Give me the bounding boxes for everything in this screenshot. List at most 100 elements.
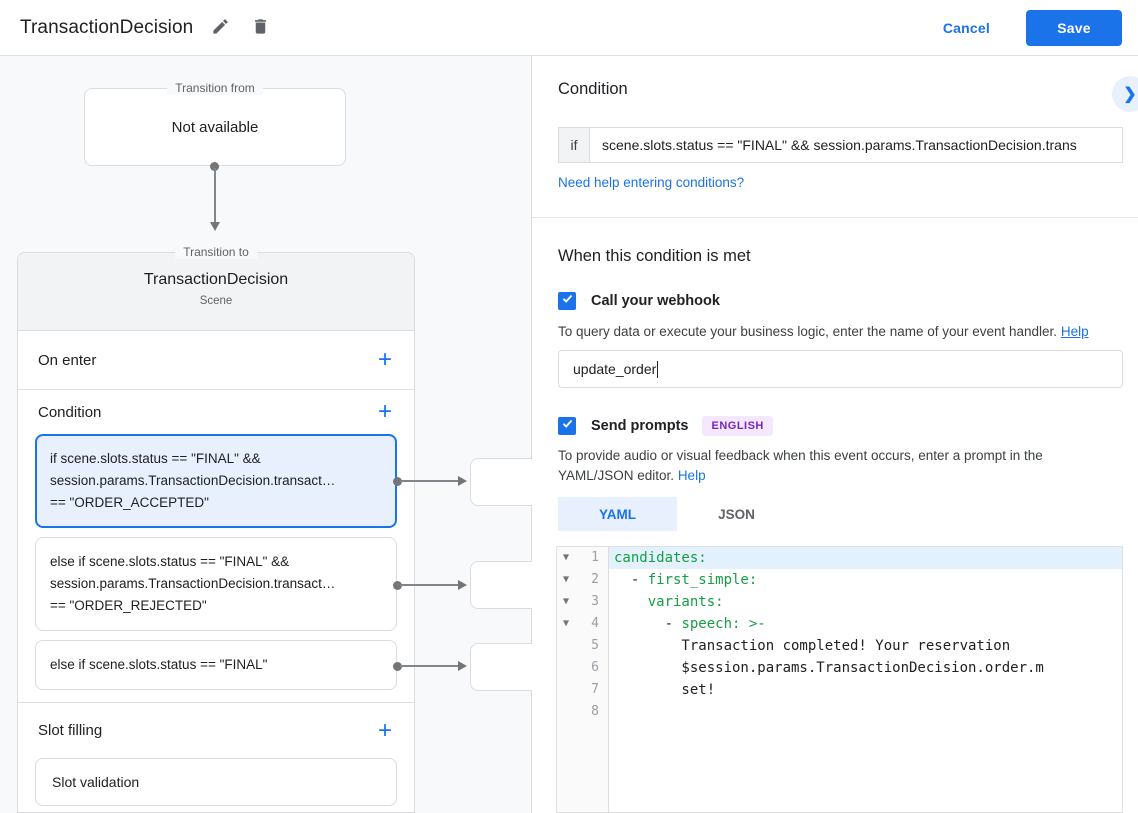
arrow-right-icon: [458, 580, 467, 590]
condition-expression-input[interactable]: scene.slots.status == "FINAL" && session…: [590, 127, 1123, 163]
condition-section-label: Condition: [38, 403, 102, 421]
webhook-helper-body: To query data or execute your business l…: [558, 324, 1058, 339]
editor-line-gutter: 8: [557, 701, 609, 723]
edit-scene-button[interactable]: [203, 11, 237, 45]
webhook-handler-input[interactable]: update_order: [558, 350, 1123, 388]
fold-triangle-down-icon[interactable]: ▼: [562, 574, 570, 585]
line-number: 5: [591, 638, 599, 653]
scene-name: TransactionDecision: [143, 271, 289, 288]
condition-detail-panel: Condition ❯ if scene.slots.status == "FI…: [532, 56, 1138, 813]
connector-dot: [393, 581, 402, 590]
slot-filling-label: Slot filling: [38, 722, 103, 739]
condition-expression-row: if scene.slots.status == "FINAL" && sess…: [558, 127, 1123, 163]
editor-line-gutter: ▼4: [557, 613, 609, 635]
editor-line[interactable]: ▼4 - speech: >-: [557, 613, 1122, 635]
tab-json[interactable]: JSON: [718, 506, 755, 522]
text-token: $session.params.TransactionDecision.orde…: [614, 660, 1044, 676]
transition-to-card: Transition to TransactionDecision Scene …: [17, 245, 415, 813]
transition-from-box: Transition from Not available: [84, 81, 346, 166]
transition-to-label: Transition to: [175, 245, 257, 259]
on-enter-label: On enter: [38, 351, 97, 369]
editor-line[interactable]: 8: [557, 701, 1122, 723]
code-line-content: - speech: >-: [609, 613, 1122, 635]
condition-item[interactable]: else if scene.slots.status == "FINAL": [35, 640, 397, 690]
delete-scene-button[interactable]: [243, 11, 277, 45]
yaml-key-token: speech: >-: [681, 616, 766, 632]
text-token: [614, 594, 648, 610]
slot-validation-label: Slot validation: [52, 774, 140, 790]
editor-line[interactable]: ▼2 - first_simple:: [557, 569, 1122, 591]
prompts-helper-body: To provide audio or visual feedback when…: [558, 448, 1043, 483]
editor-line-gutter: 7: [557, 679, 609, 701]
save-button[interactable]: Save: [1026, 9, 1122, 46]
condition-text-line: session.params.TransactionDecision.trans…: [50, 473, 336, 488]
prompts-help-link[interactable]: Help: [677, 468, 706, 483]
condition-help-link[interactable]: Need help entering conditions?: [558, 175, 745, 190]
arrow-right-icon: [458, 476, 467, 486]
connector-line: [400, 665, 458, 667]
slot-validation-item[interactable]: Slot validation: [35, 758, 397, 806]
yaml-key-token: candidates:: [614, 550, 707, 566]
condition-section-header: Condition +: [18, 390, 414, 434]
code-line-content: candidates:: [609, 547, 1122, 569]
fold-triangle-down-icon[interactable]: ▼: [562, 618, 570, 629]
transition-target-box[interactable]: [470, 643, 540, 691]
chevron-right-icon: ❯: [1123, 86, 1137, 103]
section-divider: [18, 702, 414, 703]
line-number: 2: [591, 572, 599, 587]
condition-text-line: session.params.TransactionDecision.trans…: [50, 576, 336, 591]
condition-text-line: if scene.slots.status == "FINAL" &&: [50, 451, 261, 466]
connector-dot: [393, 662, 402, 671]
editor-line-gutter: 6: [557, 657, 609, 679]
scene-flow-canvas: Transition from Not available Transition…: [0, 56, 540, 813]
add-slot-button[interactable]: +: [377, 716, 392, 744]
transition-target-box[interactable]: [470, 561, 540, 609]
editor-line[interactable]: 7 set!: [557, 679, 1122, 701]
prompts-helper-text: To provide audio or visual feedback when…: [558, 446, 1114, 486]
editor-line[interactable]: 5 Transaction completed! Your reservatio…: [557, 635, 1122, 657]
connector-dot: [210, 162, 219, 171]
prompts-checkbox-row: Send prompts ENGLISH: [558, 416, 773, 436]
cancel-button[interactable]: Cancel: [942, 19, 990, 36]
scene-type-label: Scene: [199, 295, 233, 307]
line-number: 3: [591, 594, 599, 609]
editor-gutter: [557, 547, 609, 812]
code-line-content: $session.params.TransactionDecision.orde…: [609, 657, 1122, 679]
scene-card-header: TransactionDecision Scene: [18, 253, 414, 331]
transition-target-box[interactable]: [470, 458, 540, 506]
yaml-key-token: first_simple:: [647, 572, 758, 588]
yaml-key-token: variants:: [647, 594, 724, 610]
condition-text-line: else if scene.slots.status == "FINAL": [50, 657, 268, 672]
editor-line-gutter: 5: [557, 635, 609, 657]
condition-item[interactable]: else if scene.slots.status == "FINAL" &&…: [35, 537, 397, 631]
checkmark-icon: [561, 292, 574, 310]
editor-line[interactable]: 6 $session.params.TransactionDecision.or…: [557, 657, 1122, 679]
webhook-help-link[interactable]: Help: [1060, 324, 1089, 339]
fold-triangle-down-icon[interactable]: ▼: [562, 596, 570, 607]
fold-triangle-down-icon[interactable]: ▼: [562, 552, 570, 563]
webhook-checkbox[interactable]: [558, 292, 576, 310]
add-on-enter-button[interactable]: +: [377, 346, 392, 373]
transition-from-content: Not available: [171, 119, 259, 136]
webhook-handler-value: update_order: [573, 361, 657, 377]
on-enter-section: On enter +: [18, 331, 414, 390]
editor-line[interactable]: ▼3 variants:: [557, 591, 1122, 613]
prompts-label: Send prompts: [591, 418, 689, 434]
code-line-content: [609, 701, 1122, 723]
arrow-down-icon: [210, 222, 220, 231]
line-number: 6: [591, 660, 599, 675]
top-header: TransactionDecision Cancel Save: [0, 0, 1138, 56]
prompts-checkbox[interactable]: [558, 417, 576, 435]
slot-filling-section-header: Slot filling +: [18, 703, 414, 758]
condition-text-line: else if scene.slots.status == "FINAL" &&: [50, 554, 290, 569]
condition-item[interactable]: if scene.slots.status == "FINAL" && sessi…: [35, 434, 397, 528]
when-condition-heading: When this condition is met: [558, 247, 751, 265]
expand-panel-button[interactable]: ❯: [1112, 76, 1138, 112]
tab-yaml[interactable]: YAML: [558, 497, 677, 531]
connector-dot: [393, 477, 402, 486]
add-condition-button[interactable]: +: [377, 398, 392, 425]
editor-line-gutter: ▼3: [557, 591, 609, 613]
